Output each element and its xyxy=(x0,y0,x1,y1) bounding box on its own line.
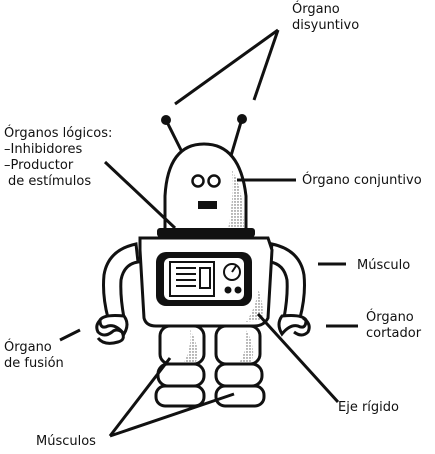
label-logic-item1: –Inhibidores xyxy=(4,142,83,157)
leader-lines xyxy=(59,28,358,438)
right-eye xyxy=(207,174,221,188)
label-logic-title: Órganos lógicos: xyxy=(4,126,113,141)
right-arm xyxy=(268,242,311,337)
label-fusion-line2: de fusión xyxy=(4,356,64,371)
label-disjunctive-organ: Órgano disyuntivo xyxy=(292,2,359,34)
label-cutter-line2: cortador xyxy=(366,326,422,341)
label-logic-item2: –Productor xyxy=(4,158,74,173)
label-disjunctive-line1: Órgano xyxy=(292,2,340,17)
left-leg xyxy=(154,324,206,408)
left-eye xyxy=(191,174,205,188)
label-fusion-line1: Órgano xyxy=(4,340,52,355)
head xyxy=(157,142,255,237)
neck-collar xyxy=(157,228,255,237)
label-muscle: Músculo xyxy=(357,258,411,273)
label-logic-item3: de estímulos xyxy=(8,174,92,189)
label-disjunctive-line2: disyuntivo xyxy=(292,18,360,33)
label-cutter-organ: Órgano cortador xyxy=(366,310,421,342)
label-rigid-axis: Eje rígido xyxy=(338,400,399,415)
label-muscles: Músculos xyxy=(36,434,96,449)
label-conjunctive-organ: Órgano conjuntivo xyxy=(302,173,422,188)
label-logic-organs: Órganos lógicos: –Inhibidores –Productor… xyxy=(4,126,112,190)
mouth xyxy=(198,201,217,209)
label-cutter-line1: Órgano xyxy=(366,310,414,325)
right-leg xyxy=(214,324,266,408)
left-arm xyxy=(95,242,140,345)
torso xyxy=(138,236,274,328)
label-fusion-organ: Órgano de fusión xyxy=(4,340,64,372)
